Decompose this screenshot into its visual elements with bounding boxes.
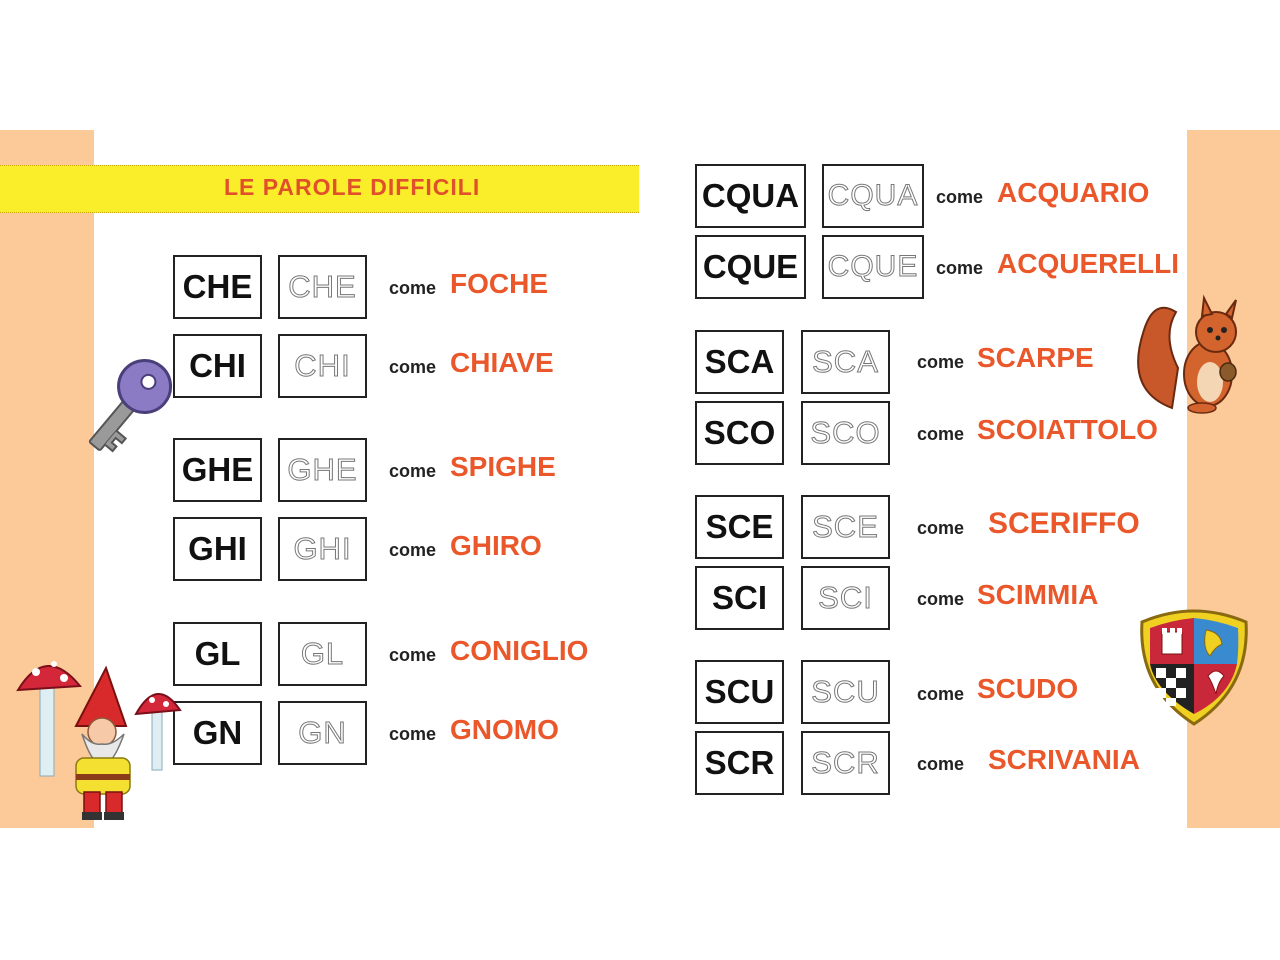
syllable-box: CQUA	[695, 164, 806, 228]
come-label: come	[389, 724, 437, 744]
example-word: SPIGHE	[450, 451, 556, 482]
trace-letters: CQUE	[827, 250, 919, 284]
page-title: LE PAROLE DIFFICILI	[224, 174, 481, 200]
trace-box: SCE	[801, 495, 890, 559]
trace-box: GL	[278, 622, 367, 686]
trace-box: CHI	[278, 334, 367, 398]
syllable-box: GN	[173, 701, 262, 765]
come-label: come	[917, 589, 965, 609]
trace-letters: SCA	[812, 344, 879, 380]
trace-box: CQUE	[822, 235, 924, 299]
example-word: FOCHE	[450, 268, 548, 299]
trace-letters: GHE	[287, 452, 358, 488]
syllable-box: SCI	[695, 566, 784, 630]
syllable-box: CHE	[173, 255, 262, 319]
key-icon	[88, 358, 173, 453]
trace-box: CHE	[278, 255, 367, 319]
trace-box: SCU	[801, 660, 890, 724]
syllable-box: CHI	[173, 334, 262, 398]
trace-letters: SCI	[818, 580, 873, 616]
trace-letters: GL	[300, 636, 345, 672]
trace-box: GHE	[278, 438, 367, 502]
example-word: SCERIFFO	[988, 507, 1140, 540]
syllable-box: SCA	[695, 330, 784, 394]
come-label: come	[389, 357, 437, 377]
come-label: come	[389, 461, 437, 481]
trace-box: SCO	[801, 401, 890, 465]
come-label: come	[917, 352, 965, 372]
syllable-box: SCU	[695, 660, 784, 724]
trace-letters: SCR	[811, 745, 880, 781]
example-word: SCRIVANIA	[988, 744, 1140, 775]
come-label: come	[389, 645, 437, 665]
trace-box: GHI	[278, 517, 367, 581]
syllable-box: GL	[173, 622, 262, 686]
mushroom-icon	[16, 661, 182, 777]
syllable-box: GHI	[173, 517, 262, 581]
syllable-box: SCO	[695, 401, 784, 465]
come-label: come	[936, 258, 984, 278]
trace-letters: CHI	[294, 348, 351, 384]
example-word: GHIRO	[450, 530, 542, 561]
trace-letters: CHE	[288, 269, 357, 305]
example-word: CHIAVE	[450, 347, 554, 378]
example-word: SCUDO	[977, 673, 1079, 704]
trace-box: CQUA	[822, 164, 924, 228]
syllable-box: GHE	[173, 438, 262, 502]
title-banner	[0, 165, 639, 213]
syllable-box: SCR	[695, 731, 784, 795]
come-label: come	[917, 684, 965, 704]
trace-letters: GHI	[293, 531, 352, 567]
come-label: come	[917, 424, 965, 444]
come-label: come	[389, 540, 437, 560]
trace-letters: SCO	[810, 415, 881, 451]
trace-box: SCI	[801, 566, 890, 630]
trace-box: GN	[278, 701, 367, 765]
example-word: ACQUARIO	[997, 177, 1150, 208]
squirrel-icon	[1137, 294, 1237, 414]
trace-letters: SCE	[812, 509, 879, 545]
example-word: CONIGLIO	[450, 635, 589, 666]
example-word: SCIMMIA	[977, 579, 1099, 610]
example-word: SCARPE	[977, 342, 1094, 373]
trace-box: SCA	[801, 330, 890, 394]
shield-icon	[1140, 609, 1248, 726]
syllable-box: CQUE	[695, 235, 806, 299]
syllable-box: SCE	[695, 495, 784, 559]
trace-letters: CQUA	[827, 179, 919, 213]
come-label: come	[917, 754, 965, 774]
gnome-icon	[16, 661, 182, 820]
trace-letters: SCU	[811, 674, 880, 710]
come-label: come	[389, 278, 437, 298]
come-label: come	[936, 187, 984, 207]
example-word: SCOIATTOLO	[977, 414, 1158, 445]
example-word: ACQUERELLI	[997, 248, 1179, 279]
example-word: GNOMO	[450, 714, 559, 745]
trace-box: SCR	[801, 731, 890, 795]
trace-letters: GN	[298, 715, 347, 751]
come-label: come	[917, 518, 965, 538]
